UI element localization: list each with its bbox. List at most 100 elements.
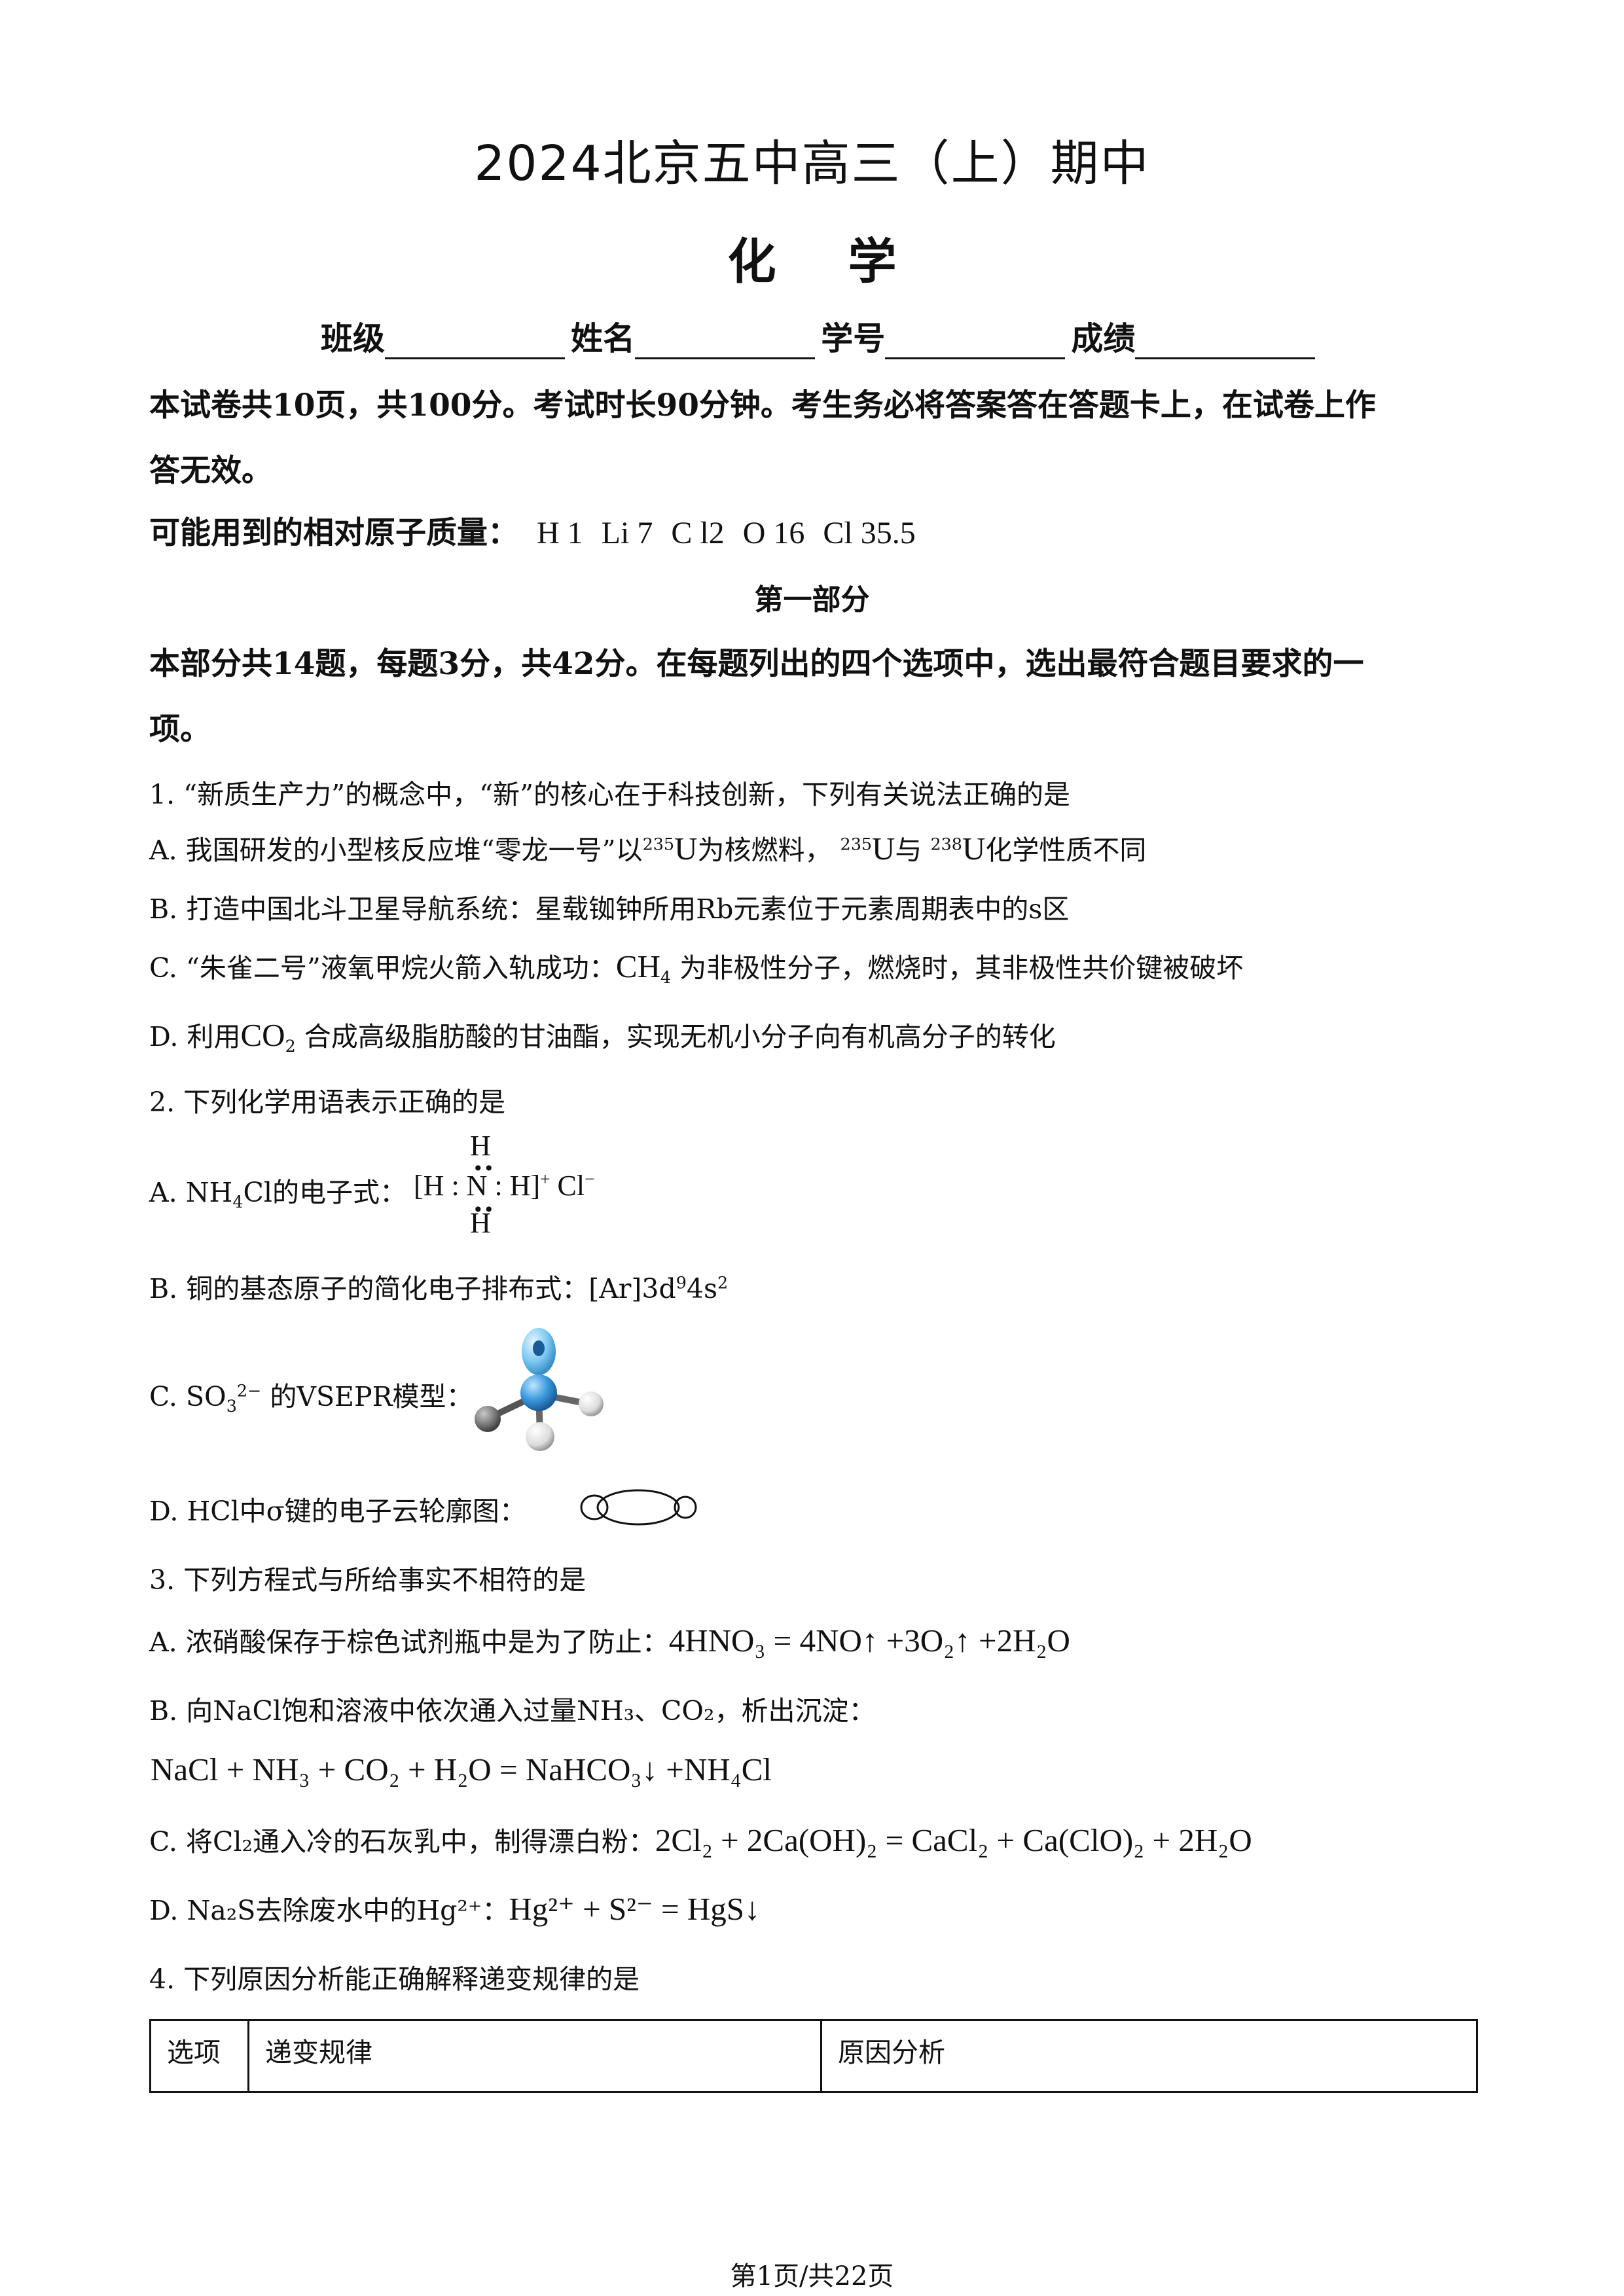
atomic-mass-label: 可能用到的相对原子质量： xyxy=(149,515,518,551)
student-info-fields: 班级 姓名 学号 成绩 xyxy=(321,313,1318,359)
atomic-mass-cl: Cl 35.5 xyxy=(823,516,916,550)
atomic-mass-h: H 1 xyxy=(537,516,583,550)
lone-pair-dot xyxy=(533,1340,545,1356)
page-footer: 第1页/共22页 xyxy=(730,2261,894,2291)
subject-title: 化学 xyxy=(727,234,969,290)
nh4-charge: + xyxy=(540,1169,550,1189)
q1-a-u-2: U xyxy=(872,831,895,867)
ligand-atom-right xyxy=(579,1391,604,1416)
table-header-option: 选项 xyxy=(149,2019,249,2093)
q1-d-text-1: D. 利用 xyxy=(149,1021,241,1052)
atomic-mass-o: O 16 xyxy=(742,516,805,550)
instructions-line-1: 本试卷共10页，共100分。考试时长90分钟。考生务必将答案答在答题卡上，在试卷… xyxy=(149,387,1376,423)
q2-stem: 2. 下列化学用语表示正确的是 xyxy=(149,1086,506,1118)
q3-option-b: B. 向NaCl饱和溶液中依次通入过量NH₃、CO₂，析出沉淀： xyxy=(149,1695,876,1727)
q3-a-equation: 4HNO₃ = 4NO↑ +3O₂↑ +2H₂O xyxy=(668,1623,1070,1659)
q1-d-formula: CO xyxy=(240,1017,285,1053)
q1-option-d: D. 利用CO2 合成高级脂肪酸的甘油酯，实现无机小分子向有机高分子的转化 xyxy=(149,1014,1056,1056)
q1-a-text-2: 为核燃料， xyxy=(697,834,832,866)
ligand-atom-left xyxy=(475,1406,501,1432)
name-blank xyxy=(635,325,816,359)
bottom-electron-pair: •• xyxy=(473,1199,495,1221)
id-blank xyxy=(885,325,1066,359)
q1-a-text-1: A. 我国研发的小型核反应堆“零龙一号”以 xyxy=(149,834,643,866)
cl-orbital-lobe xyxy=(674,1496,697,1519)
table-header-row: 选项 递变规律 原因分析 xyxy=(149,2019,1478,2093)
q1-a-u-1: U xyxy=(674,831,698,867)
q2-c-text-1: C. SO xyxy=(149,1381,226,1412)
q3-b-equation: NaCl + NH₃ + CO₂ + H₂O = NaHCO₃↓ +NH₄Cl xyxy=(151,1751,772,1787)
nh4-electron-dot-formula: [H : N : H]+ Cl− xyxy=(414,1169,595,1202)
exam-title: 2024北京五中高三（上）期中 xyxy=(474,135,1150,192)
q3-stem: 3. 下列方程式与所给事实不相符的是 xyxy=(149,1564,586,1596)
nh4-top-h: H xyxy=(470,1130,491,1162)
q3-c-text: C. 将Cl₂通入冷的石灰乳中，制得漂白粉： xyxy=(149,1826,655,1857)
instructions-line-2: 答无效。 xyxy=(149,453,272,489)
q2-b-text: B. 铜的基态原子的简化电子排布式：[Ar]3d xyxy=(149,1273,676,1304)
q1-c-text-1: C. “朱雀二号”液氧甲烷火箭入轨成功： xyxy=(149,952,616,984)
q1-option-b: B. 打造中国北斗卫星导航系统：星载铷钟所用Rb元素位于元素周期表中的s区 xyxy=(149,893,1070,925)
q1-a-u-3: U xyxy=(962,831,986,867)
q1-d-text-2: 合成高级脂肪酸的甘油酯，实现无机小分子向有机高分子的转化 xyxy=(304,1021,1056,1052)
atomic-mass-li: Li 7 xyxy=(601,516,653,550)
q1-stem: 1. “新质生产力”的概念中，“新”的核心在于科技创新，下列有关说法正确的是 xyxy=(149,779,1070,810)
q3-option-a: A. 浓硝酸保存于棕色试剂瓶中是为了防止：4HNO₃ = 4NO↑ +3O₂↑ … xyxy=(149,1620,1070,1659)
q2-b-4s: 4s xyxy=(686,1273,718,1304)
q1-c-formula: CH xyxy=(615,948,660,984)
ligand-atom-bottom xyxy=(526,1422,554,1451)
q3-a-text: A. 浓硝酸保存于棕色试剂瓶中是为了防止： xyxy=(149,1626,669,1658)
q2-a-text-2: Cl的电子式： xyxy=(243,1177,406,1208)
h-orbital-lobe xyxy=(580,1494,609,1520)
part1-desc-line-2: 项。 xyxy=(149,711,211,747)
q2-b-sup-1: 9 xyxy=(676,1272,687,1293)
q1-c-sub: 4 xyxy=(660,967,672,988)
q2-option-d: D. HCl中σ键的电子云轮廓图： xyxy=(149,1496,526,1527)
q1-option-a: A. 我国研发的小型核反应堆“零龙一号”以235U为核燃料， 235U与 238… xyxy=(149,828,1146,867)
part1-desc-line-1: 本部分共14题，每题3分，共42分。在每题列出的四个选项中，选出最符合题目要求的… xyxy=(149,646,1364,682)
q1-a-mass-238: 238 xyxy=(930,834,962,854)
overlap-region xyxy=(596,1489,680,1526)
atomic-masses: 可能用到的相对原子质量： H 1 Li 7 C l2 O 16 Cl 35.5 xyxy=(149,507,916,552)
table-header-trend: 递变规律 xyxy=(247,2019,822,2093)
q1-a-mass-235-b: 235 xyxy=(840,834,873,854)
q2-option-c: C. SO32− 的VSEPR模型： xyxy=(149,1374,473,1416)
nh4-left-h: H xyxy=(423,1170,444,1202)
q1-a-text-3: 与 xyxy=(895,834,922,866)
top-electron-pair: •• xyxy=(473,1158,495,1179)
nh4-right-h: H xyxy=(509,1170,531,1202)
nh4-center-n: N xyxy=(466,1170,488,1202)
q3-d-text: D. Na₂S去除废水中的Hg²⁺： xyxy=(149,1895,509,1926)
q2-c-sup: 2− xyxy=(236,1380,262,1401)
chloride-symbol: Cl xyxy=(557,1170,585,1202)
q1-a-text-4: 化学性质不同 xyxy=(985,834,1147,866)
vsepr-model-image xyxy=(475,1328,604,1451)
q3-d-equation: Hg²⁺ + S²⁻ = HgS↓ xyxy=(509,1891,761,1927)
q2-a-sub: 4 xyxy=(232,1192,244,1212)
q4-table: 选项 递变规律 原因分析 xyxy=(149,2019,1478,2093)
field-label-class: 班级 xyxy=(321,319,386,357)
q2-c-sub: 3 xyxy=(226,1396,237,1416)
table-header-reason: 原因分析 xyxy=(820,2019,1478,2093)
q2-b-sup-2: 2 xyxy=(717,1272,729,1293)
field-label-id: 学号 xyxy=(821,319,886,357)
q2-option-b: B. 铜的基态原子的简化电子排布式：[Ar]3d94s2 xyxy=(149,1266,728,1306)
q2-c-text-2: 的VSEPR模型： xyxy=(270,1381,473,1412)
score-blank xyxy=(1135,325,1316,359)
nh4-bottom-h: H xyxy=(470,1207,491,1239)
q1-a-mass-235: 235 xyxy=(642,834,675,854)
atomic-mass-c: C l2 xyxy=(671,516,725,550)
q1-option-c: C. “朱雀二号”液氧甲烷火箭入轨成功：CH4 为非极性分子，燃烧时，其非极性共… xyxy=(149,946,1243,987)
class-blank xyxy=(385,325,566,359)
field-label-score: 成绩 xyxy=(1071,319,1136,357)
q3-option-c: C. 将Cl₂通入冷的石灰乳中，制得漂白粉：2Cl₂ + 2Ca(OH)₂ = … xyxy=(149,1820,1252,1859)
q2-option-a: A. NH4Cl的电子式： xyxy=(149,1170,406,1211)
q3-option-d: D. Na₂S去除废水中的Hg²⁺：Hg²⁺ + S²⁻ = HgS↓ xyxy=(149,1888,761,1928)
sigma-bond-electron-cloud-image xyxy=(580,1489,697,1526)
central-atom xyxy=(520,1374,557,1411)
q1-d-sub: 2 xyxy=(285,1036,296,1056)
q2-a-text-1: A. NH xyxy=(149,1177,233,1208)
chloride-charge: − xyxy=(585,1169,595,1189)
q3-c-equation: 2Cl₂ + 2Ca(OH)₂ = CaCl₂ + Ca(ClO)₂ + 2H₂… xyxy=(655,1822,1252,1858)
part1-title: 第一部分 xyxy=(754,583,870,617)
q4-stem: 4. 下列原因分析能正确解释递变规律的是 xyxy=(149,1964,640,1995)
